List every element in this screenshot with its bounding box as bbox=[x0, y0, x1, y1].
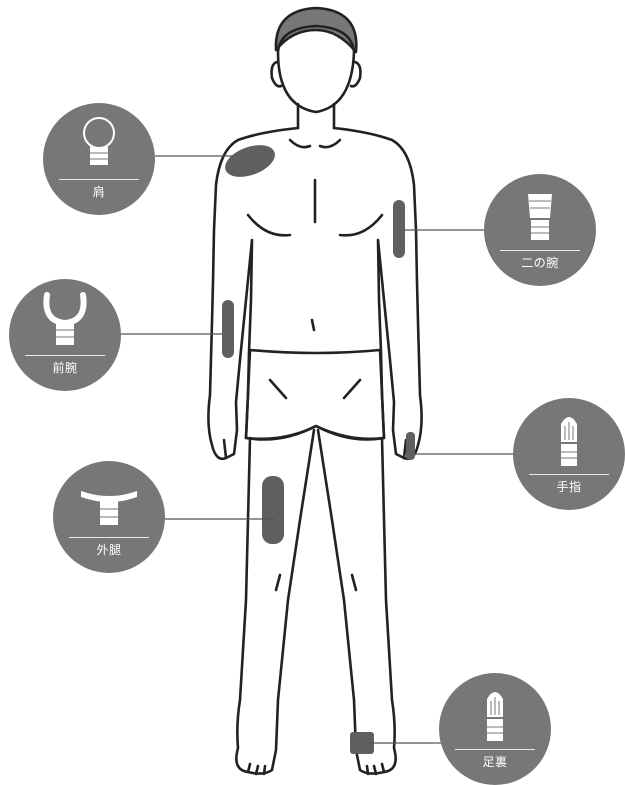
badge-label-sole: 足裏 bbox=[439, 753, 551, 770]
badge-divider bbox=[455, 749, 535, 750]
badge-label-upper-arm: 二の腕 bbox=[484, 254, 596, 271]
zone-outer-thigh bbox=[262, 476, 284, 544]
hair bbox=[276, 8, 356, 52]
badge-label-outer-thigh: 外腿 bbox=[53, 541, 165, 558]
zone-upper-arm bbox=[393, 200, 405, 258]
badge-divider bbox=[25, 355, 105, 356]
badge-outer-thigh: 外腿 bbox=[53, 461, 165, 573]
badge-divider bbox=[69, 537, 149, 538]
shorts bbox=[246, 350, 384, 440]
badge-label-finger: 手指 bbox=[513, 478, 625, 495]
badge-forearm: 前腕 bbox=[9, 279, 121, 391]
zone-finger bbox=[406, 432, 415, 460]
torso bbox=[208, 128, 421, 459]
right-leg bbox=[318, 430, 396, 774]
badge-sole: 足裏 bbox=[439, 673, 551, 785]
badge-finger: 手指 bbox=[513, 398, 625, 510]
badge-shoulder: 肩 bbox=[43, 103, 155, 215]
badge-label-forearm: 前腕 bbox=[9, 359, 121, 376]
badge-divider bbox=[500, 250, 580, 251]
badge-label-shoulder: 肩 bbox=[43, 183, 155, 200]
badge-divider bbox=[59, 179, 139, 180]
badge-upper-arm: 二の腕 bbox=[484, 174, 596, 286]
badge-divider bbox=[529, 474, 609, 475]
zone-forearm bbox=[222, 300, 234, 358]
